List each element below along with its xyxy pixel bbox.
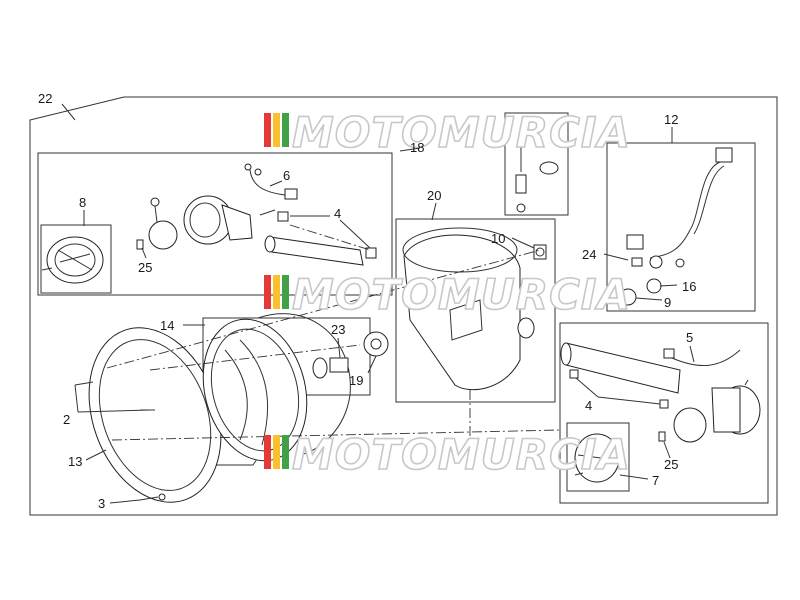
- callout-19: 19: [349, 373, 363, 388]
- headlight-rim-parts: [74, 313, 389, 503]
- wiring-box: [606, 142, 756, 312]
- watermark-text-bottom: MOTOMURCIA: [292, 430, 631, 479]
- callout-18: 18: [410, 140, 424, 155]
- shell-box: [395, 218, 556, 403]
- right-indicator-box: [559, 322, 769, 504]
- hardware-parts: [515, 140, 559, 213]
- lens-box-left: [40, 224, 112, 294]
- hardware-box: [504, 112, 569, 216]
- watermark-bottom: MOTOMURCIA: [264, 429, 631, 480]
- callout-10: 10: [491, 231, 505, 246]
- callout-2: 2: [63, 412, 70, 427]
- callout-25-top: 25: [138, 260, 152, 275]
- callout-23: 23: [331, 322, 345, 337]
- callout-16: 16: [682, 279, 696, 294]
- wiring-parts: [619, 147, 733, 306]
- callout-13: 13: [68, 454, 82, 469]
- headlight-shell-parts: [402, 227, 547, 391]
- callout-12: 12: [664, 112, 678, 127]
- watermark-middle: MOTOMURCIA: [264, 269, 631, 320]
- callout-20: 20: [427, 188, 441, 203]
- callout-4-right: 4: [585, 398, 592, 413]
- callout-9: 9: [664, 295, 671, 310]
- watermark-text-middle: MOTOMURCIA: [292, 270, 631, 319]
- callout-24: 24: [582, 247, 596, 262]
- callout-22: 22: [38, 91, 52, 106]
- assembly-frame: [29, 96, 778, 516]
- left-indicator-parts: [41, 163, 377, 284]
- callout-25-right: 25: [664, 457, 678, 472]
- callout-5: 5: [686, 330, 693, 345]
- callout-8: 8: [79, 195, 86, 210]
- lens-box-right: [566, 422, 630, 492]
- callout-4-top: 4: [334, 206, 341, 221]
- alignment-lines: [106, 224, 561, 460]
- leader-lines: [74, 127, 695, 504]
- callout-7: 7: [652, 473, 659, 488]
- callout-labels: 22 18 6 8 4 25 20 10 12 24 16 9 14 23 19…: [38, 91, 696, 511]
- callout-6: 6: [283, 168, 290, 183]
- watermark-text-top: MOTOMURCIA: [292, 108, 631, 157]
- callout-3: 3: [98, 496, 105, 511]
- watermark-top: MOTOMURCIA: [264, 107, 631, 158]
- callout-14: 14: [160, 318, 174, 333]
- right-indicator-parts: [560, 342, 761, 483]
